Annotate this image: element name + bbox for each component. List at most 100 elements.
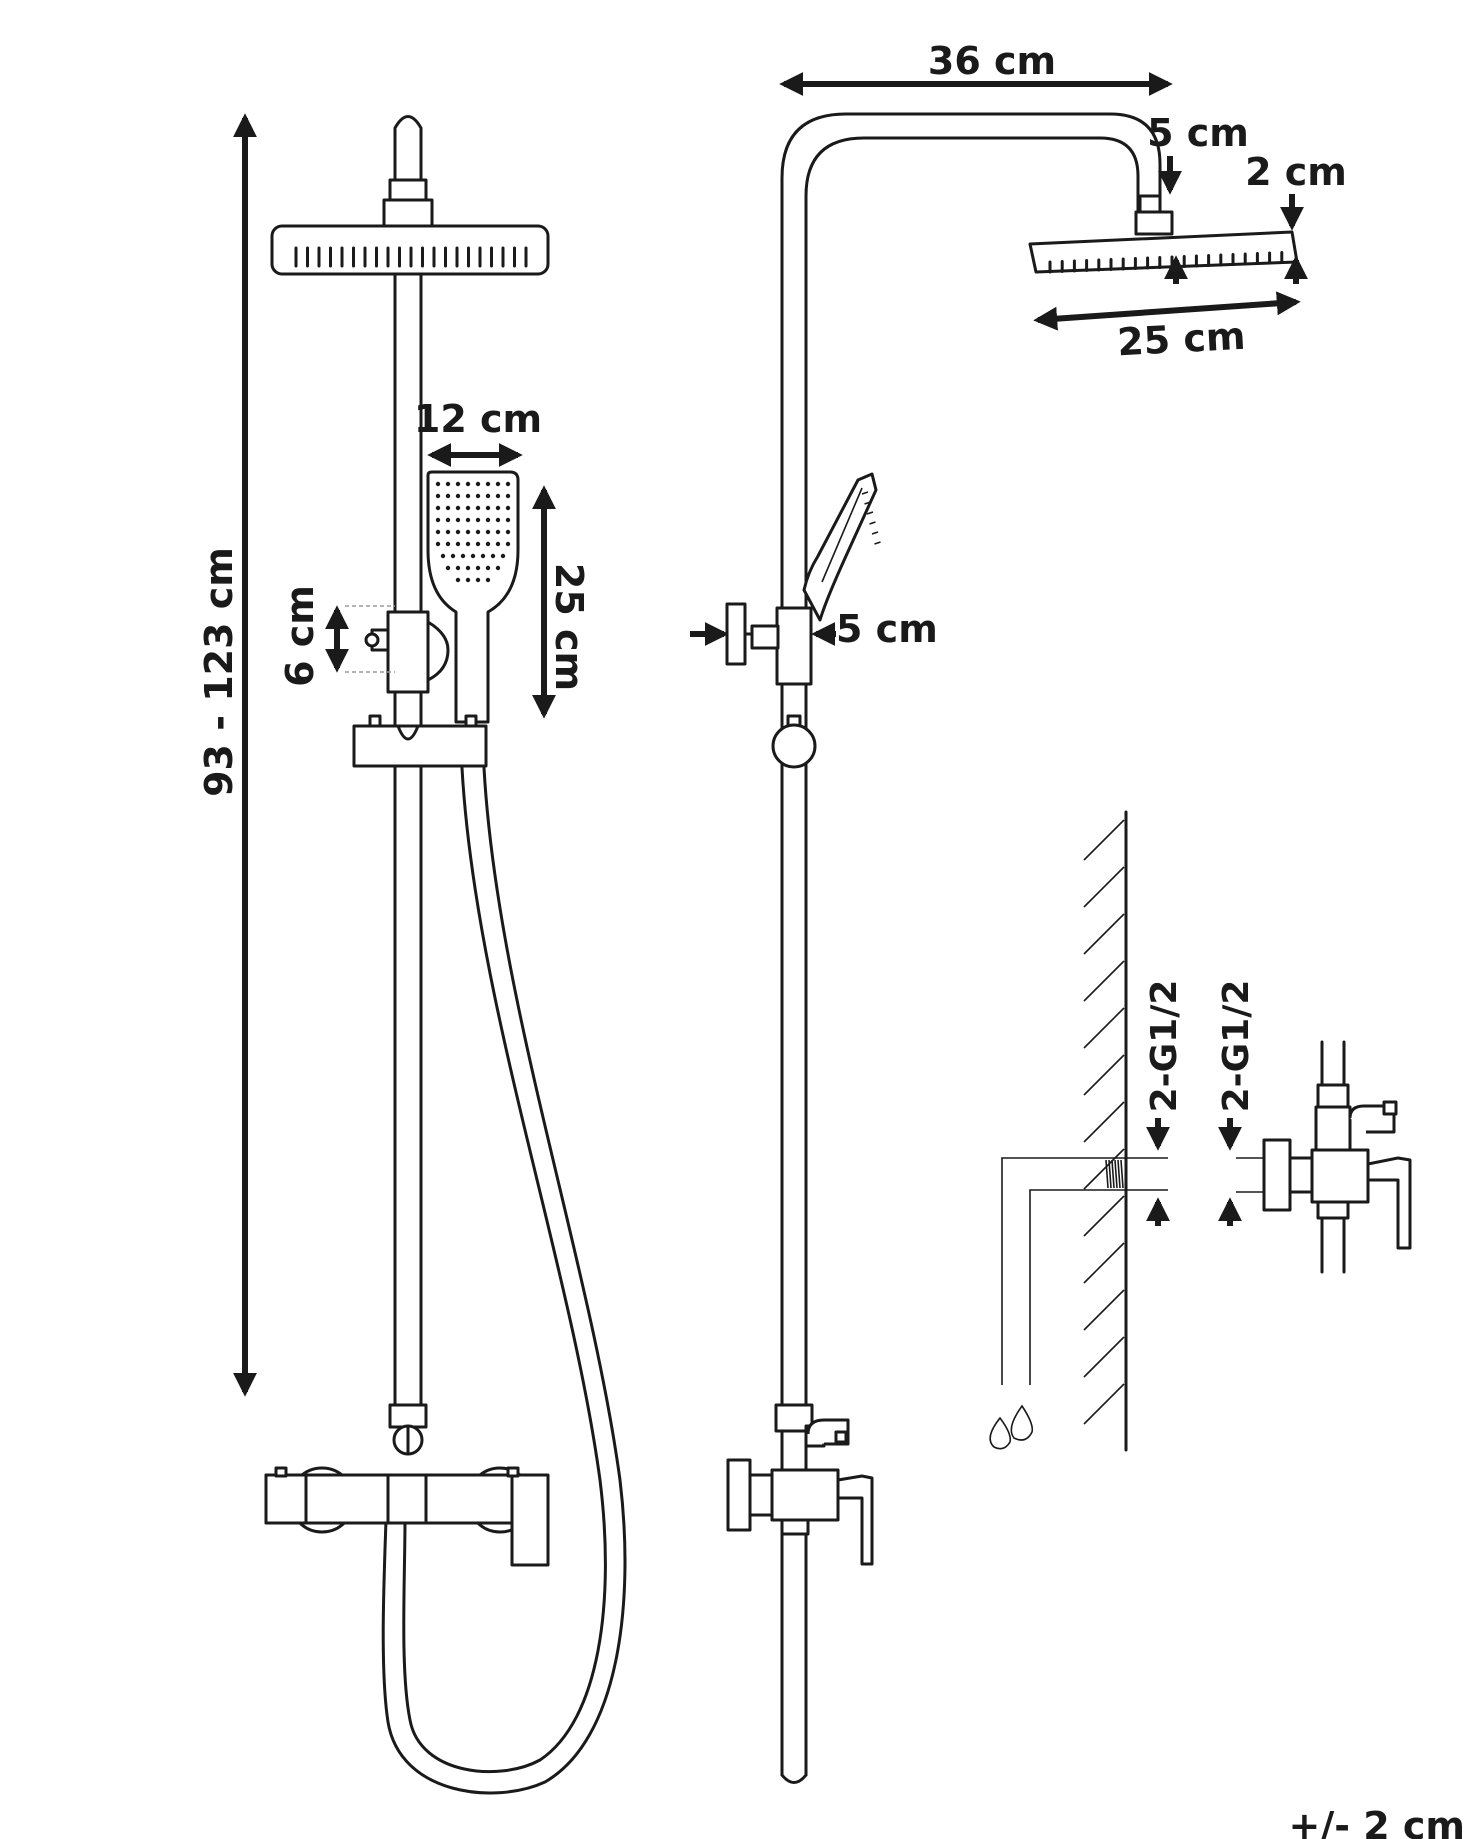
- hand-shower-dot: [435, 481, 441, 487]
- hand-shower-side: [802, 472, 878, 622]
- detail-holder-screw: [1382, 1100, 1398, 1116]
- arm-length-label: 36 cm: [928, 39, 1056, 83]
- hand-shower-dot: [455, 505, 461, 511]
- hand-shower-dot: [475, 481, 481, 487]
- side-mixer-neck: [748, 1473, 774, 1517]
- detail-handle-left: [1262, 1138, 1292, 1212]
- hand-shower-dot: [455, 481, 461, 487]
- riser-bottom: [780, 1773, 808, 1784]
- side-bracket: [775, 606, 813, 686]
- hand-shower-dot: [505, 493, 511, 499]
- bracket-pivot: [364, 632, 380, 648]
- hand-shower-dot: [495, 529, 501, 535]
- head-front-nozzles: [294, 246, 528, 268]
- side-mixer-lever: [836, 1474, 874, 1566]
- hand-shower-dot: [485, 481, 491, 487]
- hand-shower-dot: [485, 529, 491, 535]
- slide-clamp: [352, 724, 488, 768]
- slide-clamp-screw-right: [464, 714, 478, 728]
- rain-shower-head-side: [1028, 230, 1299, 274]
- wall-hatch-line: [1083, 1242, 1125, 1284]
- wall-hatch-line: [1083, 1336, 1125, 1378]
- hand-shower-dot: [475, 493, 481, 499]
- hand-shower-dot: [495, 493, 501, 499]
- hand-shower-dot: [445, 493, 451, 499]
- side-head-connector-nut: [1138, 194, 1162, 214]
- hand-shower-bracket: [386, 610, 430, 694]
- side-mixer-outlet: [780, 1518, 810, 1536]
- hand-shower-dot: [475, 517, 481, 523]
- wall-hatch-line: [1083, 1289, 1125, 1331]
- bracket-knob: [426, 620, 450, 682]
- hand-shower-dot: [480, 553, 486, 559]
- hand-shower-dot: [505, 517, 511, 523]
- supply-pipe-inner: [1029, 1189, 1168, 1385]
- wall-hatch-line: [1083, 1007, 1125, 1049]
- side-holder-screw: [834, 1430, 848, 1444]
- hand-shower-dot: [475, 541, 481, 547]
- hand-shower-dot: [475, 529, 481, 535]
- side-slide-ball: [771, 723, 817, 769]
- hand-shower-dot: [465, 529, 471, 535]
- slide-clamp-notch: [396, 724, 420, 741]
- wall-hatch-line: [1083, 1383, 1125, 1425]
- detail-diverter: [1314, 1105, 1352, 1155]
- hose-inner: [381, 766, 627, 1795]
- wall-hatch-line: [1083, 1101, 1125, 1143]
- hand-shower-dot: [455, 529, 461, 535]
- pipe-thread-line: [1111, 1159, 1115, 1189]
- hand-shower-dot: [470, 553, 476, 559]
- head-width-arrow: [1033, 291, 1301, 331]
- hand-shower-dot: [495, 505, 501, 511]
- hand-shower-dot: [475, 505, 481, 511]
- hand-shower-dot: [485, 493, 491, 499]
- water-drops-icon: [989, 1404, 1034, 1450]
- side-bracket-stem: [750, 624, 780, 650]
- hand-shower-dot: [445, 481, 451, 487]
- hand-shower-dot: [505, 481, 511, 487]
- hand-shower-dot: [465, 541, 471, 547]
- detail-outlet: [1316, 1200, 1350, 1220]
- hand-shower-dot: [500, 553, 506, 559]
- hand-shower-side-nozzle: [866, 511, 874, 515]
- hand-shower-dot: [455, 565, 461, 571]
- side-head-connector-base: [1134, 210, 1174, 236]
- hand-shower-dot: [495, 481, 501, 487]
- hand-shower-dot: [455, 577, 461, 583]
- mixer-end-cap: [264, 1473, 308, 1525]
- side-mixer-body: [770, 1468, 840, 1522]
- hand-shower-dot: [455, 541, 461, 547]
- pipe-thread-line: [1120, 1159, 1124, 1189]
- bracket-depth-label: 5 cm: [836, 607, 938, 651]
- pipe-thread: [1105, 1159, 1124, 1189]
- hand-shower-dot: [485, 517, 491, 523]
- hand-shower-dot: [505, 541, 511, 547]
- hand-shower-dot: [435, 541, 441, 547]
- hand-shower-dot: [465, 517, 471, 523]
- hand-shower-dot: [475, 565, 481, 571]
- hand-shower-dot: [445, 529, 451, 535]
- hand-shower-dot: [455, 517, 461, 523]
- tolerance-note: +/- 2 cm: [1288, 1804, 1465, 1839]
- hand-shower-front: [426, 470, 520, 724]
- hand-shower-dot: [495, 517, 501, 523]
- hand-shower-side-nozzle: [871, 531, 879, 535]
- hand-shower-dot: [445, 517, 451, 523]
- hand-shower-dot: [445, 541, 451, 547]
- mixer-small-cap: [274, 1466, 288, 1478]
- hand-shower-side-nozzle: [861, 491, 869, 495]
- mixer-small-cap-right: [506, 1466, 520, 1478]
- hand-shower-dot: [450, 553, 456, 559]
- hand-shower-dot: [465, 481, 471, 487]
- hand-shower-dot: [465, 505, 471, 511]
- hand-shower-dot: [485, 577, 491, 583]
- hand-shower-dot: [495, 541, 501, 547]
- head-connector-base: [382, 198, 434, 228]
- pipe-thread-line: [1105, 1159, 1109, 1189]
- hand-shower-width-label: 12 cm: [414, 397, 542, 441]
- wall-hatch-line: [1083, 960, 1125, 1002]
- mixer-thread-label: 2-G1/2: [1216, 980, 1257, 1113]
- wall-hatch-line: [1083, 1195, 1125, 1237]
- mixer-center-block: [386, 1473, 428, 1525]
